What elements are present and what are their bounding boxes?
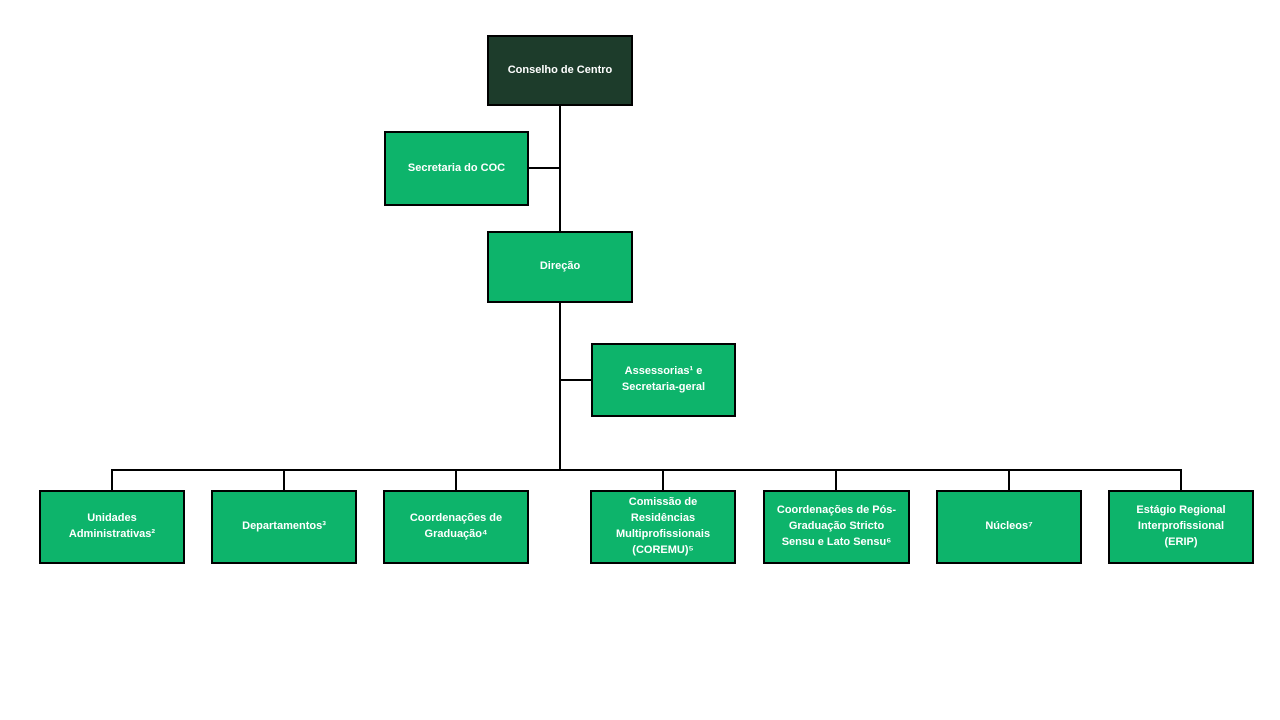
connector-drop-unidades (111, 469, 113, 491)
connector-drop-erip (1180, 469, 1182, 491)
connector-secretaria (528, 167, 561, 169)
org-node-erip: Estágio Regional Interprofissional (ERIP… (1108, 490, 1254, 564)
connector-drop-coordenacoes-graduacao (455, 469, 457, 491)
org-node-direcao: Direção (487, 231, 633, 303)
org-node-coordenacoes-de-graduacao: Coordenações de Graduação⁴ (383, 490, 529, 564)
org-node-departamentos: Departamentos³ (211, 490, 357, 564)
org-node-coremu: Comissão de Residências Multiprofissiona… (590, 490, 736, 564)
org-node-nucleos: Núcleos⁷ (936, 490, 1082, 564)
connector-drop-pos-graduacao (835, 469, 837, 491)
org-node-secretaria-do-coc: Secretaria do COC (384, 131, 529, 206)
org-node-unidades-administrativas: Unidades Administrativas² (39, 490, 185, 564)
connector-drop-departamentos (283, 469, 285, 491)
connector-assessorias (560, 379, 592, 381)
org-node-conselho-de-centro: Conselho de Centro (487, 35, 633, 106)
connector-drop-coremu (662, 469, 664, 491)
connector-drop-nucleos (1008, 469, 1010, 491)
org-node-assessorias-secretaria-geral: Assessorias¹ e Secretaria-geral (591, 343, 736, 417)
org-node-coordenacoes-pos-graduacao: Coordenações de Pós- Graduação Stricto S… (763, 490, 910, 564)
connector-bottom-bus (111, 469, 1182, 471)
